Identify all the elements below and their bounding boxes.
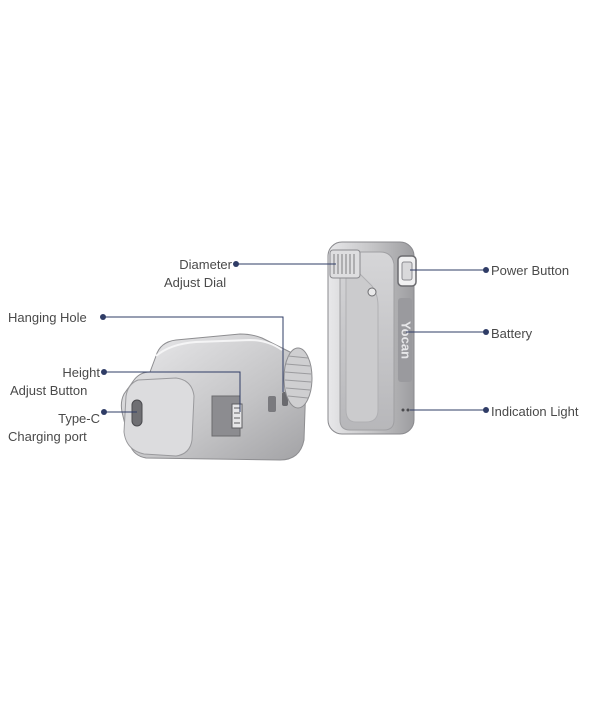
diameter-dial-label: Diameter xyxy=(150,256,232,273)
battery-label: Battery xyxy=(491,326,533,341)
hanging-hole-label: Hanging Hole xyxy=(8,310,87,325)
diameter-dial xyxy=(283,347,313,409)
type-c-label-line2: Charging port xyxy=(8,429,87,444)
callout-lines xyxy=(100,261,489,415)
type-c-label-line1: Type-C xyxy=(58,411,100,426)
indication-light-label: Indication Light xyxy=(491,404,579,419)
power-button-label: Power Button xyxy=(491,263,570,278)
diameter-dial-label-line1: Diameter xyxy=(179,257,232,272)
device-left xyxy=(120,333,313,461)
device-right: Yocan xyxy=(327,241,417,435)
height-button-label-line2: Adjust Button xyxy=(10,383,88,398)
type-c-port xyxy=(131,399,143,427)
diameter-dial-label-line2: Adjust Dial xyxy=(164,275,227,290)
device-logo-text: Yocan xyxy=(399,321,414,359)
height-button-label-line1: Height xyxy=(62,365,100,380)
height-adjust-button xyxy=(231,403,243,429)
